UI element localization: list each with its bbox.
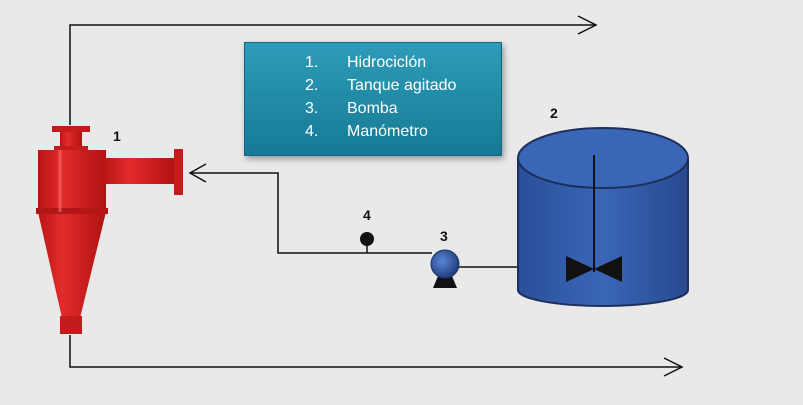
- legend-number: 3.: [305, 100, 319, 117]
- legend-box: 1. Hidrociclón 2. Tanque agitado 3. Bomb…: [244, 42, 502, 156]
- legend-label: Bomba: [347, 100, 398, 117]
- legend-item: 2. Tanque agitado: [305, 74, 501, 97]
- tank-label: 2: [550, 105, 558, 121]
- legend-item: 3. Bomba: [305, 97, 501, 120]
- impeller-right-blade: [594, 256, 622, 282]
- legend-number: 4.: [305, 123, 319, 140]
- pump-label: 3: [440, 228, 448, 244]
- pump: [430, 249, 460, 288]
- feed-line: [188, 163, 520, 268]
- legend-item: 4. Manómetro: [305, 120, 501, 143]
- legend-label: Hidrociclón: [347, 54, 427, 71]
- underflow-line: [69, 335, 684, 377]
- manometer: [360, 232, 374, 253]
- legend-number: 1.: [305, 54, 319, 71]
- impeller-left-blade: [566, 256, 594, 282]
- legend-item: 1. Hidrociclón: [305, 51, 501, 74]
- legend-label: Manómetro: [347, 123, 428, 140]
- legend-number: 2.: [305, 77, 319, 94]
- overflow-line: [69, 15, 598, 125]
- legend-label: Tanque agitado: [347, 77, 457, 94]
- manometer-label: 4: [363, 207, 371, 223]
- stirred-tank: [517, 127, 689, 307]
- hydrocyclone-label: 1: [113, 128, 121, 144]
- hydrocyclone: [36, 126, 183, 334]
